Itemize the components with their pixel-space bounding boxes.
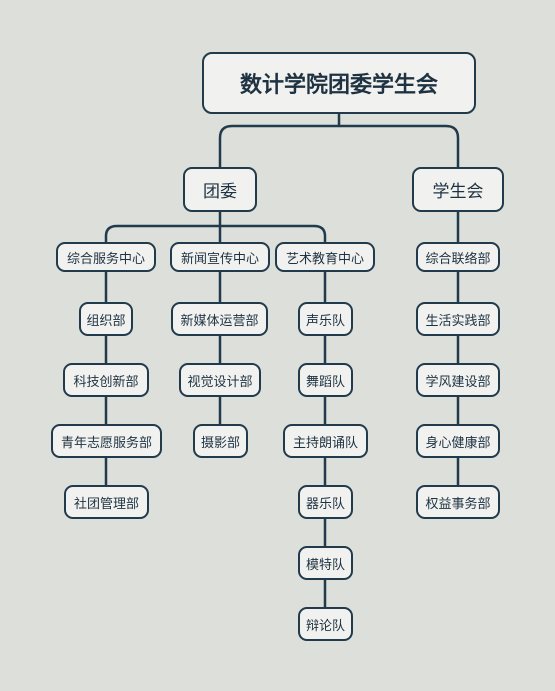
dept-node-zongheliangluo: 综合联络部 xyxy=(416,242,500,272)
team-node-qiyue: 器乐队 xyxy=(298,485,353,519)
dept-node-shijue: 视觉设计部 xyxy=(179,363,261,397)
team-node-bianlun: 辩论队 xyxy=(298,607,353,641)
team-node-wudao: 舞蹈队 xyxy=(298,363,353,397)
dept-node-quanyi: 权益事务部 xyxy=(416,485,500,519)
center-node-xinwen: 新闻宣传中心 xyxy=(170,242,270,272)
dept-node-zuzhi: 组织部 xyxy=(79,302,133,336)
dept-node-sheying: 摄影部 xyxy=(193,424,248,458)
dept-node-xinmeiti: 新媒体运营部 xyxy=(171,302,268,336)
dept-node-qingnian: 青年志愿服务部 xyxy=(51,424,162,458)
group-node-tuanwei: 团委 xyxy=(183,167,257,212)
team-node-mote: 模特队 xyxy=(298,546,353,580)
team-node-shengyue: 声乐队 xyxy=(298,302,353,336)
group-node-xueshenghui: 学生会 xyxy=(412,167,504,212)
dept-node-shenxin: 身心健康部 xyxy=(416,424,500,458)
team-node-zhuchi: 主持朗诵队 xyxy=(283,424,368,458)
dept-node-keji: 科技创新部 xyxy=(63,363,149,397)
dept-node-shetuan: 社团管理部 xyxy=(64,485,149,519)
center-node-zonghe: 综合服务中心 xyxy=(56,242,156,272)
dept-node-xuefeng: 学风建设部 xyxy=(416,363,500,397)
dept-node-shenghuo: 生活实践部 xyxy=(416,302,500,336)
center-node-yishu: 艺术教育中心 xyxy=(275,242,375,272)
root-node-title: 数计学院团委学生会 xyxy=(202,52,476,114)
